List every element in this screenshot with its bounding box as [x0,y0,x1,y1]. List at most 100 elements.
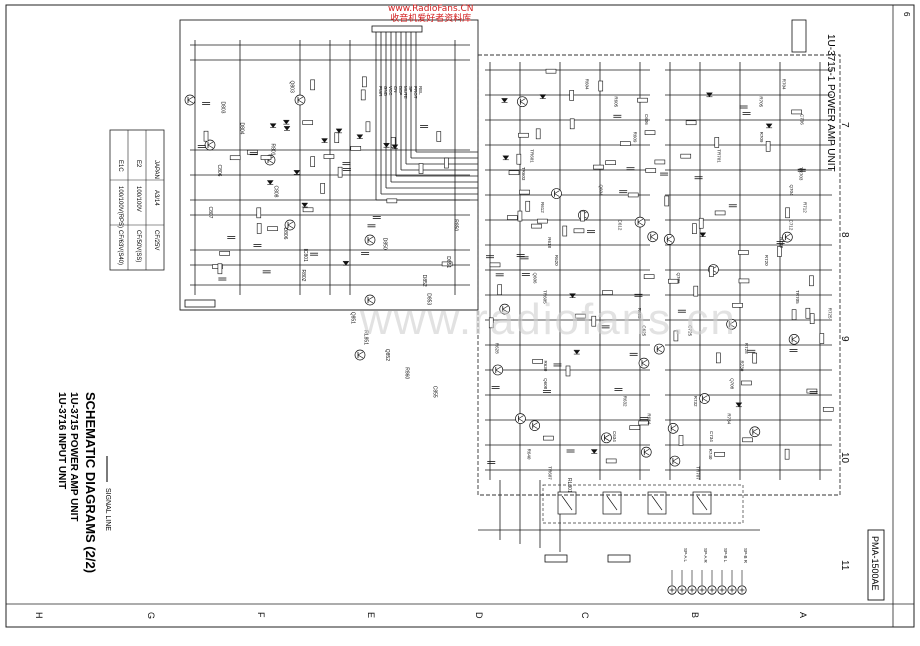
part-label: D806 [282,228,288,240]
watermark-site: www.RadioFans.CN [388,4,474,14]
schematic-subtitle-1: 1U-3715 POWER AMP UNIT [68,392,79,521]
part-label: D803 [220,102,226,114]
part-label: C712 [789,220,794,231]
part-label: R705 [758,96,763,107]
part-label: TR607 [548,466,553,480]
part-label: Q852 [384,349,390,361]
part-label: Q608 [543,378,548,390]
column-number-10: 10 [839,452,850,464]
spec-cell: CF/63V(S40) [117,230,123,265]
spec-header-e1c: E1C [117,160,123,172]
connector-pin-label: GND [383,86,388,97]
part-label: R732 [693,396,698,407]
part-label: Q606 [533,273,538,285]
part-label: D851 [445,256,451,268]
bottom-left-connector [184,299,216,308]
bottom-connector [544,554,568,563]
part-label: R704 [782,79,787,90]
part-label: R612 [540,202,545,213]
part-label: R740 [708,449,713,460]
part-label: R604 [584,79,589,90]
connector-pin-label: MUTE [403,86,408,99]
part-label: Q803 [289,81,295,93]
bottom-connector-2 [607,554,631,563]
part-label: Q704 [789,184,794,196]
part-label: TR707 [696,466,701,480]
connector-pin-label: SP [408,86,413,92]
part-label: R728 [744,343,749,354]
schematic-title: SCHEMATIC DIAGRAMS (2/2) [83,392,98,573]
row-letter-B: B [690,612,700,618]
part-label: R618 [547,237,552,248]
part-label: R734 [727,413,732,424]
components-layer: Q803D803D804R801C806C808C807D806IC801R80… [184,68,834,515]
part-label: C734 [709,431,714,442]
part-label: R605 [613,96,618,107]
part-label: TR605 [542,290,547,304]
watermark: www.RadioFans.CN 收音机爱好者资料库 [388,4,474,24]
schematic-subtitle-2: 1U-3716 INPUT UNIT [56,392,67,489]
part-label: R625 [637,308,642,319]
part-label: R850 [452,219,458,231]
connector-pin-label: REL [418,86,423,95]
part-label: C606 [644,114,649,125]
power-amp-frame [477,54,841,496]
connector-pin-label: PWR [378,86,383,97]
part-label: Q604 [598,184,603,196]
row-letter-A: A [798,612,808,618]
part-label: C706 [799,114,804,125]
part-label: C855 [431,386,437,398]
part-label: D850 [381,238,387,250]
connector-pin-label: DEF [398,86,403,95]
part-label: R632 [622,396,627,407]
part-label: R718 [779,237,784,248]
spec-cell: 100/100V [135,186,141,212]
spec-header-japan: JAPAN [153,160,159,179]
spec-cell: A3/14 [153,190,159,206]
part-label: D852 [421,275,427,287]
connector-pin-label: CN [393,86,398,93]
top-connector [371,25,423,33]
sheet-number: 6 [902,12,911,17]
part-label: C625 [641,325,646,336]
row-letter-H: H [34,612,44,619]
part-label: Q706 [676,273,681,285]
part-label: TR701 [716,149,721,163]
part-label: TR705 [795,290,800,304]
output-terminal-label: SP-A R [703,548,708,564]
row-letter-G: G [146,612,156,619]
part-label: R630 [543,361,548,372]
part-label: TR601 [529,149,534,163]
relay-label: RL801 [566,478,572,493]
part-label: R725 [828,308,833,319]
part-label: C806 [216,165,222,177]
connector-pin-label: VCC [388,86,393,96]
right-top-connector [791,19,807,53]
connector-pin-label: PROT [413,86,418,99]
part-label: R801 [269,144,275,156]
part-label: R709 [759,132,764,143]
watermark-cn: 收音机爱好者资料库 [390,14,472,24]
part-label: Q708 [730,378,735,390]
column-number-9: 9 [839,336,850,342]
column-number-8: 8 [839,232,850,238]
part-label: D853 [425,293,431,305]
output-terminal-label: SP-B R [743,548,748,564]
output-terminal-label: SP-A L [683,548,688,563]
part-label: C807 [207,207,213,219]
row-letter-D: D [474,612,484,619]
part-label: R802 [300,270,306,282]
input-unit-frame [179,19,479,311]
part-label: R860 [404,367,410,379]
column-number-7: 7 [839,122,850,128]
part-label: Q851 [350,312,356,324]
unit-title: 1U-3715-1 POWER AMP UNIT [825,34,836,172]
part-label: R634 [647,413,652,424]
part-label: R640 [526,449,531,460]
part-label: TR603 [521,167,526,181]
part-label: C808 [272,186,278,198]
part-label: IC801 [302,249,308,263]
spec-cell: 100/100V(RPS) [117,186,123,228]
